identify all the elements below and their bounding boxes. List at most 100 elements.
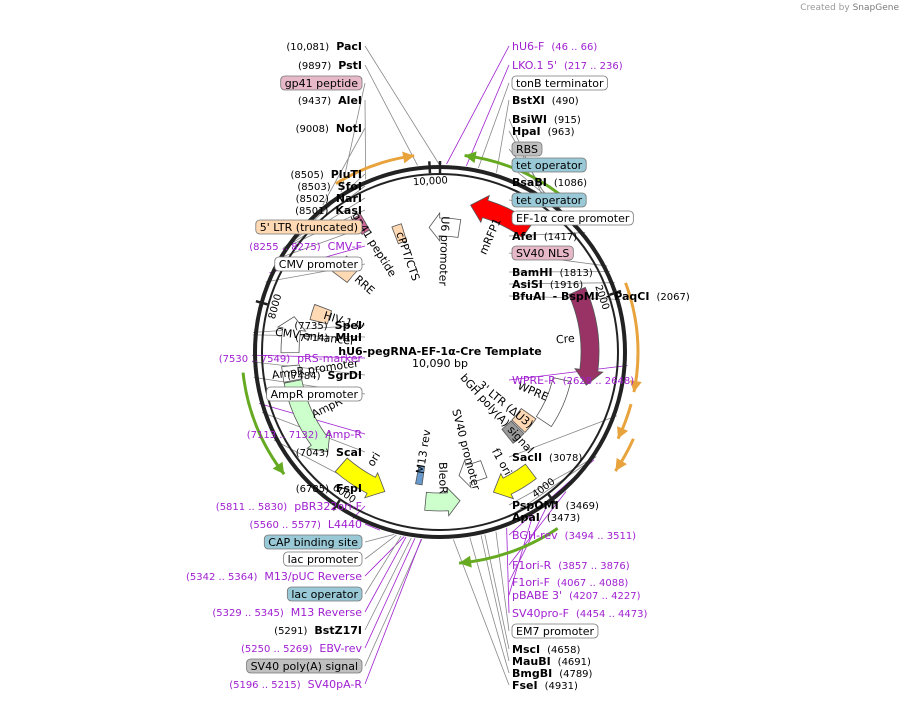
label-text: L4440: [328, 518, 362, 531]
enzyme-site-pspomi[interactable]: PspOMI(3469): [512, 499, 599, 512]
orf-arc-head: [459, 555, 472, 568]
feature-m13-rev[interactable]: [415, 465, 425, 486]
feature-label-em7-promoter[interactable]: EM7 promoter: [511, 623, 599, 639]
enzyme-site-apai[interactable]: ApaI(3473): [512, 511, 580, 524]
leader-line: [364, 64, 418, 166]
enzyme-site-spei[interactable]: (7735)SpeI: [294, 319, 362, 332]
feature-label-ampr-promoter[interactable]: AmpR promoter: [266, 386, 363, 402]
feature-label-cmv-promoter[interactable]: CMV promoter: [274, 256, 363, 272]
label-text: hU6-F: [512, 40, 544, 53]
enzyme-site-alei[interactable]: (9437)AleI: [298, 94, 362, 107]
enzyme-site-sfoi[interactable]: (8503)SfoI: [297, 180, 362, 193]
leader-line: [364, 535, 402, 595]
leader-line: [506, 527, 510, 614]
primer-bgh-rev[interactable]: BGH-rev(3494 .. 3511): [512, 529, 636, 542]
enzyme-site-psti[interactable]: (9897)PstI: [298, 59, 362, 72]
feature-sv40-promoter[interactable]: [458, 458, 488, 489]
feature-label-cap-binding-site[interactable]: CAP binding site: [263, 534, 363, 550]
feature-wpre[interactable]: [535, 377, 572, 428]
feature-label-sv40-poly-a-signal[interactable]: SV40 poly(A) signal: [246, 658, 363, 674]
primer-ebv-rev[interactable]: (5250 .. 5269)EBV-rev: [241, 642, 362, 655]
enzyme-site-maubi[interactable]: MauBI(4691): [512, 655, 591, 668]
feature-label: ori: [365, 450, 384, 469]
feature-ori[interactable]: [334, 457, 386, 499]
feature-ampr-promoter[interactable]: [281, 364, 303, 383]
feature-u6-promoter[interactable]: [428, 211, 462, 243]
enzyme-site-bstxi[interactable]: BstXI(490): [512, 94, 579, 107]
feature-f1-ori[interactable]: [492, 463, 537, 500]
feature-label-box: [246, 658, 363, 674]
feature-bgh-poly-a-signal[interactable]: [501, 420, 525, 444]
primer-l4440[interactable]: (5560 .. 5577)L4440: [249, 518, 362, 531]
enzyme-site-fsei[interactable]: FseI(4931): [512, 679, 578, 692]
primer-f1ori-f[interactable]: F1ori-F(4067 .. 4088): [512, 576, 628, 589]
enzyme-site-pluti[interactable]: (8505)PluTI: [290, 168, 362, 181]
primer-sv40pro-f[interactable]: SV40pro-F(4454 .. 4473): [512, 607, 648, 620]
feature-label-tet-operator[interactable]: tet operator: [511, 157, 587, 173]
enzyme-site-bmgbi[interactable]: BmgBI(4789): [512, 667, 593, 680]
enzyme-site-asisi[interactable]: AsiSI(1916): [512, 278, 583, 291]
primer-sv40pa-r[interactable]: (5196 .. 5215)SV40pA-R: [229, 678, 362, 691]
feature-cre[interactable]: [568, 286, 604, 386]
feature-3-ltr-u3[interactable]: [511, 408, 537, 434]
primer-cmv-f[interactable]: (8255 .. 8275)CMV-F: [249, 240, 362, 253]
enzyme-site-bstz17i[interactable]: (5291)BstZ17I: [274, 624, 362, 637]
enzyme-site-noti[interactable]: (9008)NotI: [296, 122, 362, 135]
primer-prs-marker[interactable]: (7530 .. 7549)pRS-marker: [219, 352, 363, 365]
enzyme-site-msci[interactable]: MscI(4658): [512, 643, 580, 656]
enzyme-site-paci[interactable]: (10,081)PacI: [286, 40, 362, 53]
enzyme-site-bsabi[interactable]: BsaBI(1086): [512, 176, 587, 189]
feature-hiv-1[interactable]: [309, 303, 333, 325]
feature-label: U6 promoter: [436, 216, 451, 286]
feature-label-box: [274, 256, 363, 272]
primer-f1ori-r[interactable]: F1ori-R(3857 .. 3876): [512, 559, 630, 572]
feature-cppt-cts[interactable]: [391, 223, 408, 245]
feature-label-rbs[interactable]: RBS: [511, 141, 543, 157]
enzyme-site-nari[interactable]: (8502)NarI: [296, 192, 362, 205]
label-text: (4931): [545, 681, 578, 692]
leader-line: [477, 82, 510, 169]
enzyme-site-scai[interactable]: (7043)ScaI: [296, 446, 362, 459]
label-text: (4067 .. 4088): [557, 578, 629, 589]
primer-pbabe-3[interactable]: pBABE 3'(4207 .. 4227): [512, 589, 641, 602]
feature-label-ef-1-core-promoter[interactable]: EF-1α core promoter: [511, 210, 634, 226]
feature-label-lac-promoter[interactable]: lac promoter: [283, 551, 363, 567]
enzyme-site-fspi[interactable]: (6785)FspI: [296, 482, 362, 495]
primer-amp-r[interactable]: (7113 .. 7132)Amp-R: [247, 428, 363, 441]
enzyme-site-afei[interactable]: AfeI(1417): [512, 230, 577, 243]
feature-mrfp1[interactable]: [470, 194, 534, 239]
primer-wpre-r[interactable]: WPRE-R(2628 .. 2648): [512, 374, 634, 387]
label-text: lac promoter: [288, 553, 359, 566]
label-text: SV40 NLS: [516, 247, 569, 260]
enzyme-site-mlui[interactable]: (7714)MluI: [295, 331, 362, 344]
enzyme-site-bfuai[interactable]: BfuAI- BspMI- PaqCI(2067): [512, 290, 690, 303]
primer-hu6-f[interactable]: hU6-F(46 .. 66): [512, 40, 597, 53]
feature-label-box: [266, 386, 363, 402]
enzyme-site-bamhi[interactable]: BamHI(1813): [512, 266, 593, 279]
enzyme-site-kasi[interactable]: (8501)KasI: [295, 204, 362, 217]
primer-lko-1-5[interactable]: LKO.1 5'(217 .. 236): [512, 59, 623, 72]
feature-bleor[interactable]: [424, 486, 461, 517]
enzyme-site-bsiwi[interactable]: BsiWI(915): [512, 113, 581, 126]
enzyme-site-hpai[interactable]: HpaI(963): [512, 125, 575, 138]
feature-label-gp41-peptide[interactable]: gp41 peptide: [280, 75, 363, 91]
label-text: (3078): [549, 453, 582, 464]
snapgene-credit: Created by SnapGene: [800, 3, 899, 13]
label-text: (5329 .. 5345): [212, 608, 284, 619]
enzyme-site-sacii[interactable]: SacII(3078): [512, 451, 582, 464]
enzyme-site-sgrdi[interactable]: (7484)SgrDI: [287, 369, 362, 382]
feature-label-tet-operator[interactable]: tet operator: [511, 192, 587, 208]
primer-pbr322ori-f[interactable]: (5811 .. 5830)pBR322ori-F: [216, 500, 362, 513]
primer-m13-puc-reverse[interactable]: (5342 .. 5364)M13/pUC Reverse: [186, 570, 362, 583]
label-text: (3494 .. 3511): [565, 531, 637, 542]
label-text: (915): [554, 115, 581, 126]
label-text: gp41 peptide: [285, 77, 359, 90]
feature-label-5-ltr-truncated[interactable]: 5' LTR (truncated): [255, 219, 363, 235]
feature-cmv-enhancer[interactable]: [276, 316, 307, 354]
label-text: M13 Reverse: [291, 606, 362, 619]
feature-label-tonb-terminator[interactable]: tonB terminator: [511, 75, 608, 91]
feature-label-sv40-nls[interactable]: SV40 NLS: [511, 245, 574, 261]
primer-m13-reverse[interactable]: (5329 .. 5345) M13 Reverse: [212, 606, 362, 619]
feature-label-lac-operator[interactable]: lac operator: [286, 586, 363, 602]
leader-line: [508, 295, 621, 300]
